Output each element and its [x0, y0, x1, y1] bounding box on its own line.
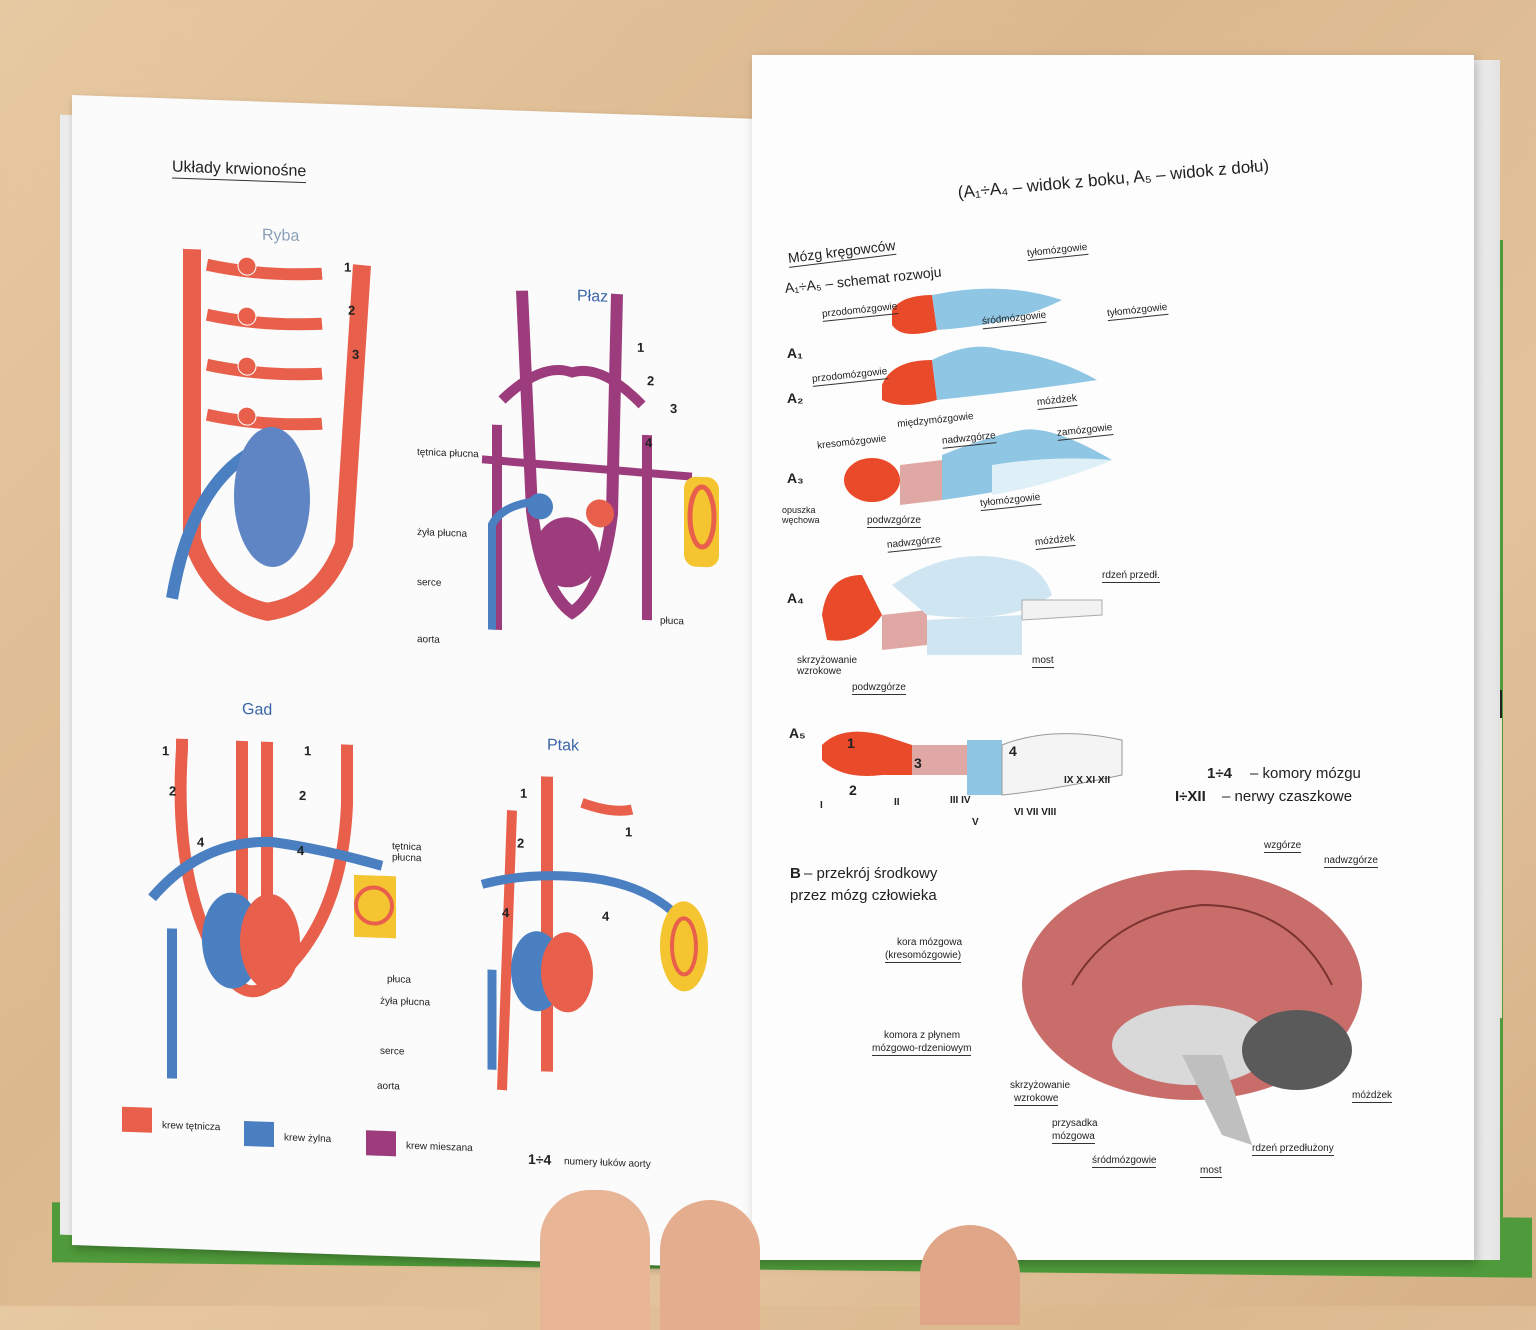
- gad-num-2b: 2: [299, 787, 307, 804]
- b-komora: komora z płynem: [884, 1030, 961, 1041]
- a5-num-4: 4: [1009, 743, 1017, 759]
- brain-diagrams: [822, 288, 1362, 1145]
- gad-num-1b: 1: [304, 743, 312, 759]
- ryba-num-3: 3: [352, 346, 360, 363]
- row-a1: A₁: [787, 345, 803, 361]
- legend-swatch-venous: [244, 1121, 274, 1148]
- ryba-num-2: 2: [348, 302, 356, 318]
- b-wzgorze: wzgórze: [1264, 840, 1302, 853]
- page-edges-right: [1470, 60, 1500, 1260]
- row-a5: A₅: [789, 725, 806, 741]
- lbl-opuszka: opuszka węchowa: [782, 505, 820, 525]
- gad-num-1a: 1: [162, 743, 170, 759]
- gad-diagram: [148, 738, 396, 1079]
- gad-title: Gad: [242, 700, 273, 719]
- lbl-podwzgorze: podwzgórze: [867, 515, 921, 528]
- plaz-aorta: aorta: [417, 634, 440, 646]
- b-skrzyzowanie: skrzyżowanie: [1010, 1080, 1071, 1091]
- lower-serce: serce: [380, 1045, 405, 1058]
- lower-zyla: żyła płucna: [380, 995, 431, 1009]
- b-nadwzgorze: nadwzgórze: [1324, 855, 1378, 868]
- plaz-num-2: 2: [647, 373, 655, 389]
- plaz-zyla: żyła płucna: [417, 527, 468, 540]
- b-title: – przekrój środkowy: [804, 865, 938, 882]
- a5-legend-1: – komory mózgu: [1250, 765, 1361, 782]
- plaz-num-1: 1: [637, 339, 645, 355]
- b-przysadka2: mózgowa: [1052, 1131, 1095, 1144]
- finger-right: [920, 1225, 1020, 1325]
- lower-pluca: płuca: [387, 974, 411, 986]
- legend-mixed: krew mieszana: [406, 1140, 473, 1154]
- circulation-diagrams: [148, 248, 719, 1091]
- b-title-letter: B: [790, 865, 801, 882]
- gad-num-4a: 4: [197, 834, 205, 850]
- b-komora2: mózgowo-rdzeniowym: [872, 1043, 972, 1056]
- lbl-podwzgorze2: podwzgórze: [852, 682, 906, 695]
- lbl-rdzen: rdzeń przedł.: [1102, 570, 1160, 583]
- legend-arterial: krew tętnicza: [162, 1120, 221, 1134]
- finger-left: [540, 1190, 650, 1330]
- b-srodmozgowie: śródmózgowie: [1092, 1155, 1157, 1168]
- right-page: (A₁÷A₄ – widok z boku, A₅ – widok z dołu…: [752, 55, 1474, 1260]
- nerve-vi-viii: VI VII VIII: [1014, 807, 1057, 818]
- b-title2: przez mózg człowieka: [790, 887, 937, 904]
- nerve-ix-xii: IX X XI XII: [1064, 775, 1111, 786]
- plaz-pluca: płuca: [660, 615, 684, 628]
- legend-swatch-arterial: [122, 1106, 152, 1133]
- nerve-v: V: [972, 817, 979, 828]
- ptak-num-4a: 4: [502, 905, 510, 921]
- ryba-diagram: [166, 248, 371, 621]
- row-a4: A₄: [787, 590, 804, 606]
- a5-num-3: 3: [914, 755, 922, 771]
- plaz-diagram: [481, 290, 719, 631]
- gad-num-4b: 4: [297, 842, 305, 859]
- ptak-diagram: [480, 776, 708, 1091]
- nerve-iii-iv: III IV: [950, 795, 971, 806]
- nerve-ii: II: [894, 797, 900, 808]
- plaz-serce: serce: [417, 577, 442, 589]
- row-a3: A₃: [787, 470, 804, 486]
- ptak-num-1a: 1: [520, 785, 528, 801]
- gad-num-2a: 2: [169, 783, 177, 799]
- b-kora2: (kresomózgowie): [885, 950, 962, 963]
- row-a2: A₂: [787, 390, 804, 406]
- lbl-skrzyzowanie: skrzyżowanie wzrokowe: [797, 655, 858, 677]
- lbl-most: most: [1032, 655, 1054, 668]
- lower-tetnica: tętnica płucna: [392, 841, 422, 865]
- a5-legend-1-num: 1÷4: [1207, 765, 1232, 782]
- ptak-num-1b: 1: [625, 824, 633, 840]
- finger-middle: [660, 1200, 760, 1330]
- plaz-title: Płaz: [577, 287, 609, 306]
- a5-num-1: 1: [847, 735, 855, 751]
- a5-legend-2: – nerwy czaszkowe: [1222, 788, 1353, 805]
- b-mozdzek: móżdżek: [1352, 1090, 1393, 1103]
- ryba-num-1: 1: [344, 259, 352, 275]
- b-rdzen: rdzeń przedłużony: [1252, 1143, 1334, 1156]
- ptak-title: Ptak: [547, 736, 580, 755]
- legend-swatch-mixed: [366, 1130, 396, 1157]
- ptak-num-2a: 2: [517, 835, 525, 851]
- b-skrzyzowanie2: wzrokowe: [1014, 1093, 1059, 1106]
- left-page: Układy krwionośne Ryba: [72, 95, 752, 1269]
- b-kora: kora mózgowa: [897, 937, 963, 948]
- a5-legend-2-num: I÷XII: [1175, 788, 1206, 805]
- ptak-num-4b: 4: [602, 908, 610, 924]
- plaz-num-4: 4: [645, 435, 653, 451]
- lower-aorta: aorta: [377, 1080, 400, 1093]
- plaz-num-3: 3: [670, 400, 678, 417]
- legend-range: 1÷4: [528, 1150, 552, 1168]
- legend-venous: krew żylna: [284, 1132, 332, 1146]
- nerve-i: I: [820, 800, 823, 811]
- b-most: most: [1200, 1165, 1222, 1178]
- a5-num-2: 2: [849, 782, 857, 798]
- b-przysadka: przysadka: [1052, 1118, 1098, 1129]
